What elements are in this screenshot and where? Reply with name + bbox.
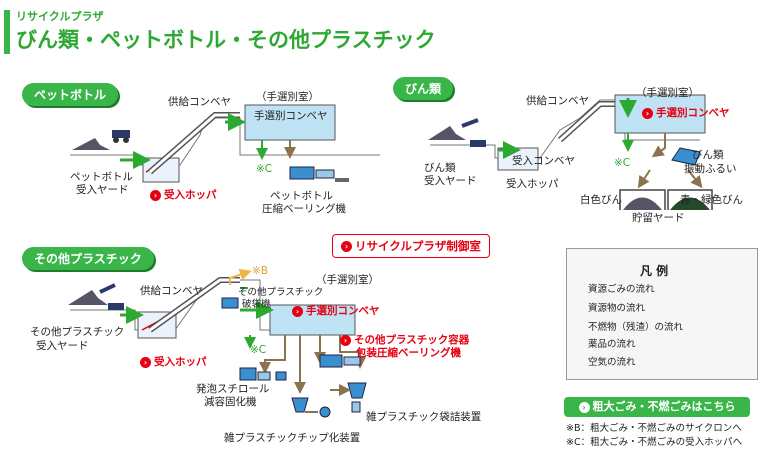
bin-screen-label-1: びん類 <box>692 149 724 161</box>
section-badge-plastic: その他プラスチック <box>22 247 154 270</box>
bin-supply-conveyor-label: 供給コンベヤ <box>526 95 589 107</box>
plastic-bagging-label: 雑プラスチック袋詰装置 <box>366 411 482 423</box>
chevron-right-icon: › <box>341 241 352 252</box>
pet-supply-conveyor-label: 供給コンベヤ <box>168 96 231 108</box>
plastic-diagram <box>68 268 367 418</box>
legend-item-resources: 資源物の流れ <box>588 303 646 314</box>
page-title: びん類・ペットボトル・その他プラスチック <box>16 28 436 52</box>
pet-hopper-link[interactable]: ›受入ホッパ <box>150 189 217 202</box>
pet-sorting-room-label: （手選別室） <box>256 91 319 103</box>
plastic-note-c: ※C <box>250 344 267 356</box>
plastic-sorting-conveyor-link[interactable]: ›手選別コンベヤ <box>292 305 380 318</box>
section-badge-bin: びん類 <box>393 77 454 100</box>
control-room-link[interactable]: ›リサイクルプラザ制御室 <box>332 234 490 258</box>
legend-item-residue: 不燃物（残渣）の流れ <box>588 322 684 333</box>
chevron-right-icon: › <box>340 334 351 346</box>
legend-title: 凡 例 <box>640 264 669 278</box>
bin-screen-label-2: 振動ふるい <box>684 163 737 175</box>
bin-hopper-label: 受入ホッパ <box>506 178 559 190</box>
plastic-baler-link[interactable]: ›その他プラスチック容器 <box>340 334 469 347</box>
pet-diagram <box>70 104 380 183</box>
bin-storage-label: 貯留ヤード <box>632 212 685 224</box>
header-accent-bar <box>4 10 10 54</box>
plastic-bag-breaker-label-2: 破袋機 <box>242 299 271 310</box>
chevron-right-icon: › <box>642 107 653 119</box>
bulky-waste-button-label: 粗大ごみ・不燃ごみはこちら <box>592 400 736 413</box>
control-room-label: リサイクルプラザ制御室 <box>355 239 481 253</box>
pet-note-c: ※C <box>256 163 273 175</box>
footer-note-c: ※C：粗大ごみ・不燃ごみの受入ホッパへ <box>566 437 743 448</box>
legend-item-resource-waste: 資源ごみの流れ <box>588 284 655 295</box>
plastic-foam-label-2: 減容固化機 <box>204 396 257 408</box>
site-name: リサイクルプラザ <box>16 10 104 23</box>
plastic-foam-label-1: 発泡スチロール <box>196 383 270 395</box>
bin-white-label: 白色びん <box>580 194 622 206</box>
legend-panel <box>566 248 758 380</box>
bin-sorting-room-label: （手選別室） <box>636 87 699 99</box>
bin-bluegreen-label: 青・緑色びん <box>680 194 743 206</box>
plastic-chipper-label: 雑プラスチックチップ化装置 <box>224 432 361 444</box>
bin-yard-label-2: 受入ヤード <box>424 175 477 187</box>
plastic-baler-label-2: 包装圧縮ベーリング機 <box>356 347 461 359</box>
chevron-right-icon: › <box>150 189 161 201</box>
plastic-sorting-room-label: （手選別室） <box>316 274 379 286</box>
plastic-hopper-link[interactable]: ›受入ホッパ <box>140 356 207 369</box>
plastic-bag-breaker-label-1: その他プラスチック <box>238 287 324 298</box>
plastic-sorting-conveyor-label: 手選別コンベヤ <box>306 305 380 317</box>
plastic-sorting-room <box>269 304 356 336</box>
bin-diagram <box>428 94 713 210</box>
chevron-right-icon: › <box>578 401 590 413</box>
bin-note-c: ※C <box>614 157 631 169</box>
bin-receiving-conveyor-label: 受入コンベヤ <box>512 155 575 167</box>
bin-sorting-conveyor-link[interactable]: ›手選別コンベヤ <box>642 107 730 120</box>
plastic-yard-label-1: その他プラスチック <box>30 326 125 338</box>
bulky-waste-button[interactable]: ›粗大ごみ・不燃ごみはこちら <box>564 397 750 417</box>
pet-sorting-room <box>244 104 336 141</box>
pet-hopper-label: 受入ホッパ <box>164 189 217 201</box>
section-badge-pet: ペットボトル <box>22 83 119 106</box>
footer-note-b: ※B：粗大ごみ・不燃ごみのサイクロンへ <box>566 423 742 434</box>
bin-sorting-conveyor-label: 手選別コンベヤ <box>656 107 730 119</box>
plastic-supply-conveyor-label: 供給コンベヤ <box>140 285 203 297</box>
pet-sorting-conveyor-label: 手選別コンベヤ <box>254 110 328 122</box>
legend-item-air: 空気の流れ <box>588 357 636 368</box>
legend-item-chemicals: 薬品の流れ <box>588 339 636 350</box>
chevron-right-icon: › <box>140 356 151 368</box>
pet-yard-label-2: 受入ヤード <box>76 184 129 196</box>
plastic-yard-label-2: 受入ヤード <box>36 340 89 352</box>
plastic-hopper-label: 受入ホッパ <box>154 356 207 368</box>
pet-yard-label-1: ペットボトル <box>70 171 133 183</box>
plastic-baler-label-1: その他プラスチック容器 <box>354 334 470 346</box>
bin-yard-label-1: びん類 <box>424 162 456 174</box>
pet-baler-label-2: 圧縮ベーリング機 <box>262 203 346 215</box>
pet-waste-pile <box>72 138 110 150</box>
pet-baler-label-1: ペットボトル <box>270 190 333 202</box>
pet-loader-icon <box>112 130 130 138</box>
chevron-right-icon: › <box>292 305 303 317</box>
plastic-note-b: ※B <box>252 265 269 277</box>
